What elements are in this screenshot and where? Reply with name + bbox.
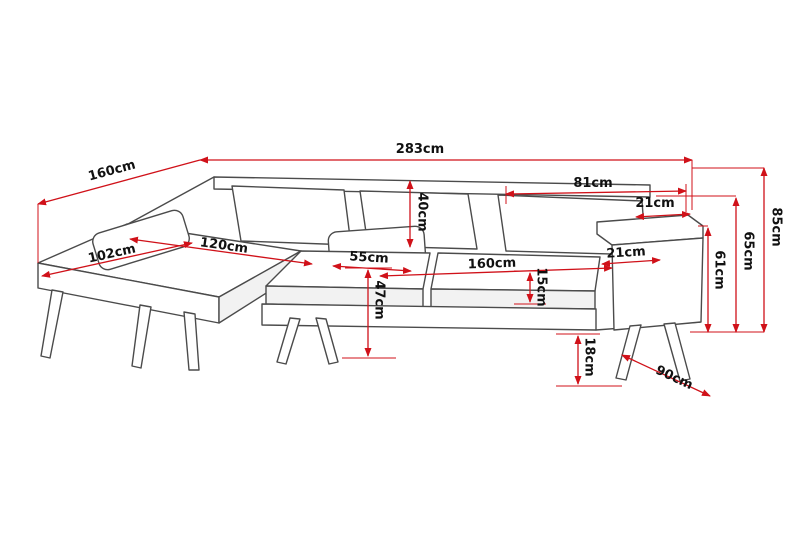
dim-label-seat-width: 160cm xyxy=(468,256,517,273)
sofa-leg-chaise-left xyxy=(40,289,64,359)
dim-line xyxy=(37,159,201,206)
sofa-leg-center-right xyxy=(315,317,339,365)
sofa-seat-cushion-right-front xyxy=(430,288,596,310)
sofa-leg-chaise-mid xyxy=(131,304,152,369)
dim-label-total-height: 85cm xyxy=(769,207,784,246)
dim-label-backrest-thickness: 21cm xyxy=(635,196,674,211)
sofa-leg-right-left xyxy=(615,324,642,381)
dim-line xyxy=(41,241,193,278)
dim-label-back-cushion-width: 81cm xyxy=(573,176,612,191)
dim-seat-width: 160cm xyxy=(379,256,613,280)
dim-line xyxy=(505,187,687,198)
dim-line xyxy=(635,210,691,221)
dim-label-chaise-length: 160cm xyxy=(87,157,138,184)
dim-label-backrest-height: 65cm xyxy=(741,231,756,270)
dim-armrest-width: 21cm xyxy=(601,244,661,267)
dim-label-seat-cushion-width: 55cm xyxy=(349,249,389,266)
dim-backrest-height: 65cm xyxy=(732,197,756,333)
dim-back-cushion-height: 40cm xyxy=(406,180,430,248)
dim-label-armrest-width: 21cm xyxy=(606,244,646,261)
sofa-base-front xyxy=(261,303,597,331)
dim-label-back-cushion-height: 40cm xyxy=(415,192,430,231)
dim-label-total-width: 283cm xyxy=(396,142,444,157)
dim-label-armrest-height: 61cm xyxy=(712,250,727,289)
dim-back-cushion-width: 81cm xyxy=(505,176,687,198)
dim-line xyxy=(601,257,661,267)
dim-label-seat-height: 47cm xyxy=(372,280,387,319)
sofa-leg-chaise-right xyxy=(183,311,200,371)
dim-total-height: 85cm xyxy=(760,167,784,333)
dim-leg-height: 18cm xyxy=(574,335,597,385)
dimension-annotations: 283cm 160cm 81cm 21cm 40cm 120cm xyxy=(37,142,784,397)
dim-label-leg-height: 18cm xyxy=(582,337,597,376)
sofa-leg-center-left xyxy=(276,317,301,365)
dim-chaise-length: 160cm xyxy=(37,157,201,206)
dim-seat-cushion-thickness: 15cm xyxy=(526,267,549,307)
dim-armrest-height: 61cm xyxy=(704,227,727,333)
dim-line xyxy=(621,354,711,397)
dim-backrest-thickness: 21cm xyxy=(635,196,691,221)
dim-total-width: 283cm xyxy=(199,142,693,164)
dim-seat-height: 47cm xyxy=(364,269,387,357)
dim-label-chaise-width: 120cm xyxy=(199,235,249,257)
dim-label-seat-cushion-thickness: 15cm xyxy=(534,267,549,306)
dim-seat-depth: 90cm xyxy=(621,354,711,397)
dim-line xyxy=(379,264,613,280)
dim-label-seat-depth: 90cm xyxy=(653,363,695,393)
sofa-illustration xyxy=(37,176,704,382)
sofa-backrest-left-edge xyxy=(127,176,215,225)
